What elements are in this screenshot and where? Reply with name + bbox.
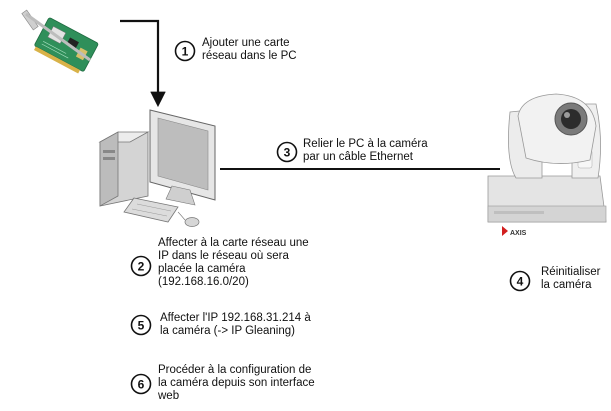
step-circle [174,40,196,62]
step-circle [130,314,152,336]
step-5-line: Affecter l'IP 192.168.31.214 à [160,312,311,324]
step-2-line: placée la caméra [158,263,246,275]
step-1-line: réseau dans le PC [202,50,297,62]
step-2-line: IP dans le réseau où sera [158,250,289,262]
computer-icon [98,109,216,227]
install-card-arrow [120,19,166,108]
step-3-number: 3 [284,146,291,160]
step-5-text: Affecter l'IP 192.168.31.214 à la caméra… [160,312,311,338]
step-1-line: Ajouter une carte [202,37,290,49]
step-circle [509,270,531,292]
step-6-line: la caméra depuis son interface [158,377,315,389]
step-circle [130,373,152,395]
step-2-number: 2 [138,260,145,274]
step-circle [276,141,298,163]
step-3-text: Relier le PC à la caméra par un câble Et… [303,138,428,164]
step-3-line: Relier le PC à la caméra [303,138,428,150]
step-3-line: par un câble Ethernet [303,151,413,163]
step-5-line: la caméra (-> IP Gleaning) [160,325,295,337]
ptz-camera-icon [487,93,607,236]
step-2-text: Affecter à la carte réseau une IP dans l… [158,237,309,289]
step-4-line: Réinitialiser [541,266,601,278]
step-circle [130,255,152,277]
step-6-line: web [158,390,180,402]
step-6-number: 6 [138,378,145,392]
step-2-line: (192.168.16.0/20) [158,276,249,288]
step-4-number: 4 [517,275,524,289]
camera-brand-label: AXIS [510,230,527,237]
step-6-line: Procéder à la configuration de [158,364,312,376]
step-5-number: 5 [138,319,145,333]
network-card-icon [21,9,99,74]
step-6-text: Procéder à la configuration de la caméra… [158,364,315,403]
step-2-line: Affecter à la carte réseau une [158,237,309,249]
step-4-line: la caméra [541,279,592,291]
step-1-number: 1 [182,45,189,59]
step-1-text: Ajouter une carte réseau dans le PC [202,37,297,63]
step-4-text: Réinitialiser la caméra [541,266,600,292]
